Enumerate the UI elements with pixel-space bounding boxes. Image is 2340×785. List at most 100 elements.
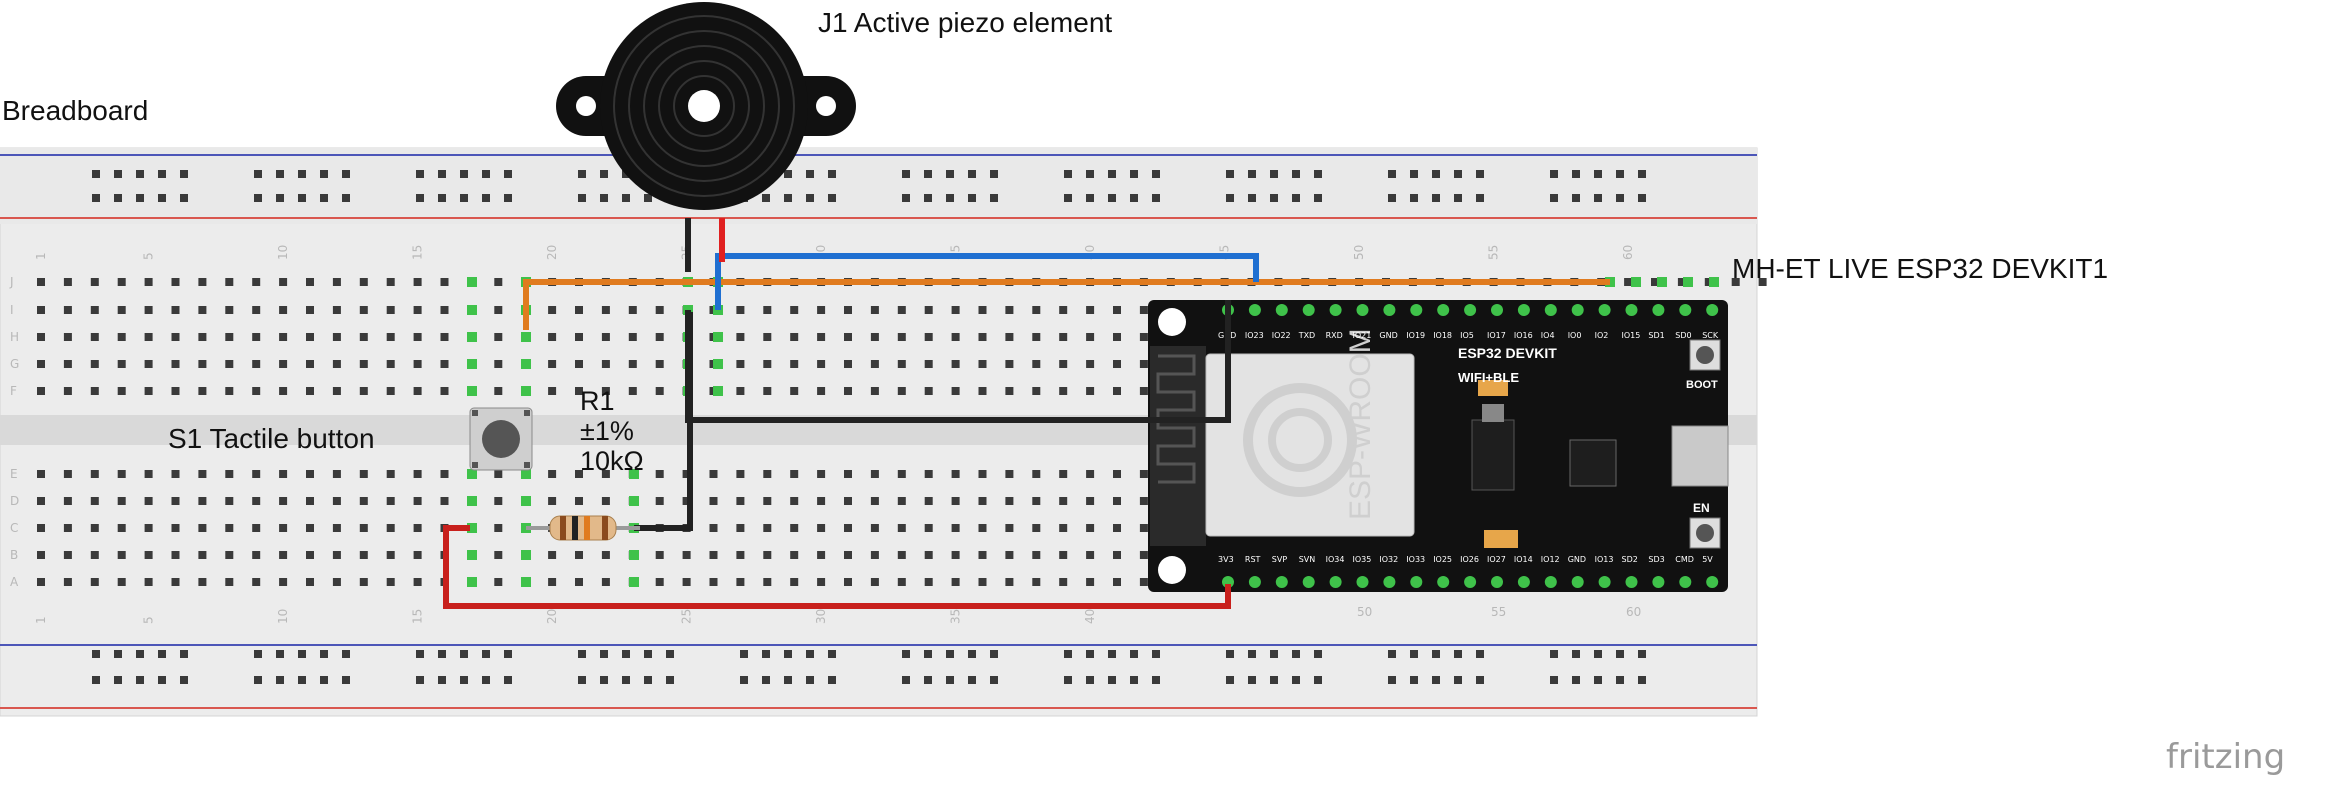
terminal-hole[interactable]: [90, 497, 99, 505]
terminal-hole[interactable]: [1005, 333, 1014, 341]
terminal-hole[interactable]: [844, 470, 852, 478]
terminal-hole[interactable]: [1113, 470, 1121, 478]
rail-hole[interactable]: [990, 170, 998, 178]
rail-hole[interactable]: [482, 194, 490, 202]
terminal-hole[interactable]: [844, 578, 852, 586]
terminal-hole[interactable]: [306, 333, 314, 341]
rail-hole[interactable]: [158, 676, 166, 684]
rail-hole[interactable]: [622, 676, 630, 684]
rail-hole[interactable]: [158, 194, 166, 202]
terminal-hole[interactable]: [709, 578, 718, 586]
terminal-hole[interactable]: [924, 333, 933, 341]
terminal-hole[interactable]: [870, 524, 879, 532]
terminal-hole[interactable]: [575, 551, 583, 559]
terminal-hole[interactable]: [63, 551, 72, 559]
terminal-hole[interactable]: [763, 360, 772, 368]
terminal-hole[interactable]: [386, 278, 395, 286]
terminal-hole[interactable]: [386, 470, 395, 478]
rail-hole[interactable]: [1572, 676, 1580, 684]
rail-hole[interactable]: [1248, 650, 1256, 658]
rail-hole[interactable]: [298, 194, 306, 202]
terminal-hole[interactable]: [736, 387, 745, 395]
terminal-hole[interactable]: [763, 578, 772, 586]
terminal-hole[interactable]: [37, 524, 45, 532]
rail-hole[interactable]: [1616, 676, 1624, 684]
terminal-hole[interactable]: [494, 470, 503, 478]
terminal-hole[interactable]: [1139, 578, 1148, 586]
rail-hole[interactable]: [92, 170, 100, 178]
terminal-hole[interactable]: [386, 497, 395, 505]
rail-hole[interactable]: [784, 170, 792, 178]
terminal-hole[interactable]: [37, 578, 45, 586]
rail-hole[interactable]: [1410, 676, 1418, 684]
terminal-hole[interactable]: [1032, 333, 1041, 341]
terminal-hole[interactable]: [117, 278, 126, 286]
esp-pin[interactable]: [1571, 576, 1584, 588]
terminal-hole[interactable]: [1032, 497, 1041, 505]
terminal-hole[interactable]: [359, 333, 368, 341]
rail-hole[interactable]: [438, 170, 446, 178]
rail-hole[interactable]: [1454, 194, 1462, 202]
terminal-hole[interactable]: [1059, 387, 1068, 395]
rail-hole[interactable]: [762, 194, 770, 202]
terminal-hole[interactable]: [897, 524, 906, 532]
terminal-hole[interactable]: [1139, 306, 1148, 314]
terminal-hole[interactable]: [413, 470, 422, 478]
rail-hole[interactable]: [136, 650, 144, 658]
terminal-hole[interactable]: [844, 524, 852, 532]
terminal-hole[interactable]: [279, 278, 288, 286]
rail-hole[interactable]: [806, 194, 814, 202]
rail-hole[interactable]: [276, 170, 284, 178]
esp-pin[interactable]: [1329, 576, 1342, 588]
rail-hole[interactable]: [1248, 170, 1256, 178]
terminal-hole[interactable]: [548, 497, 557, 505]
rail-hole[interactable]: [1152, 676, 1160, 684]
terminal-hole[interactable]: [225, 360, 234, 368]
terminal-hole[interactable]: [655, 306, 664, 314]
terminal-hole[interactable]: [171, 360, 180, 368]
esp-pin[interactable]: [1706, 304, 1719, 316]
rail-hole[interactable]: [438, 194, 446, 202]
terminal-hole[interactable]: [978, 470, 987, 478]
terminal-hole[interactable]: [63, 278, 72, 286]
terminal-hole[interactable]: [736, 551, 745, 559]
terminal-hole[interactable]: [736, 306, 745, 314]
terminal-hole[interactable]: [90, 578, 99, 586]
rail-hole[interactable]: [504, 676, 512, 684]
terminal-hole[interactable]: [1086, 551, 1095, 559]
terminal-hole[interactable]: [1113, 360, 1121, 368]
terminal-hole[interactable]: [413, 306, 422, 314]
terminal-hole[interactable]: [924, 470, 933, 478]
terminal-hole[interactable]: [90, 470, 99, 478]
terminal-hole[interactable]: [386, 333, 395, 341]
esp-pin[interactable]: [1248, 304, 1261, 316]
terminal-hole[interactable]: [1086, 360, 1095, 368]
terminal-hole[interactable]: [37, 497, 45, 505]
rail-hole[interactable]: [644, 650, 652, 658]
terminal-hole[interactable]: [279, 497, 288, 505]
rail-hole[interactable]: [416, 194, 424, 202]
terminal-hole[interactable]: [198, 333, 207, 341]
terminal-hole[interactable]: [413, 360, 422, 368]
terminal-hole[interactable]: [1677, 278, 1686, 286]
rail-hole[interactable]: [1616, 650, 1624, 658]
terminal-hole[interactable]: [1032, 306, 1041, 314]
rail-hole[interactable]: [114, 170, 122, 178]
terminal-hole[interactable]: [1139, 470, 1148, 478]
terminal-hole[interactable]: [63, 306, 72, 314]
terminal-hole[interactable]: [440, 387, 449, 395]
terminal-hole[interactable]: [736, 360, 745, 368]
terminal-hole[interactable]: [306, 387, 314, 395]
terminal-hole[interactable]: [655, 360, 664, 368]
terminal-hole[interactable]: [1139, 333, 1148, 341]
esp-pin[interactable]: [1571, 304, 1584, 316]
terminal-hole[interactable]: [440, 470, 449, 478]
esp-pin[interactable]: [1491, 304, 1503, 316]
terminal-hole[interactable]: [790, 551, 799, 559]
terminal-hole[interactable]: [90, 551, 99, 559]
terminal-hole[interactable]: [440, 497, 449, 505]
terminal-hole[interactable]: [90, 333, 99, 341]
terminal-hole[interactable]: [332, 278, 341, 286]
terminal-hole[interactable]: [870, 387, 879, 395]
terminal-hole[interactable]: [37, 470, 45, 478]
